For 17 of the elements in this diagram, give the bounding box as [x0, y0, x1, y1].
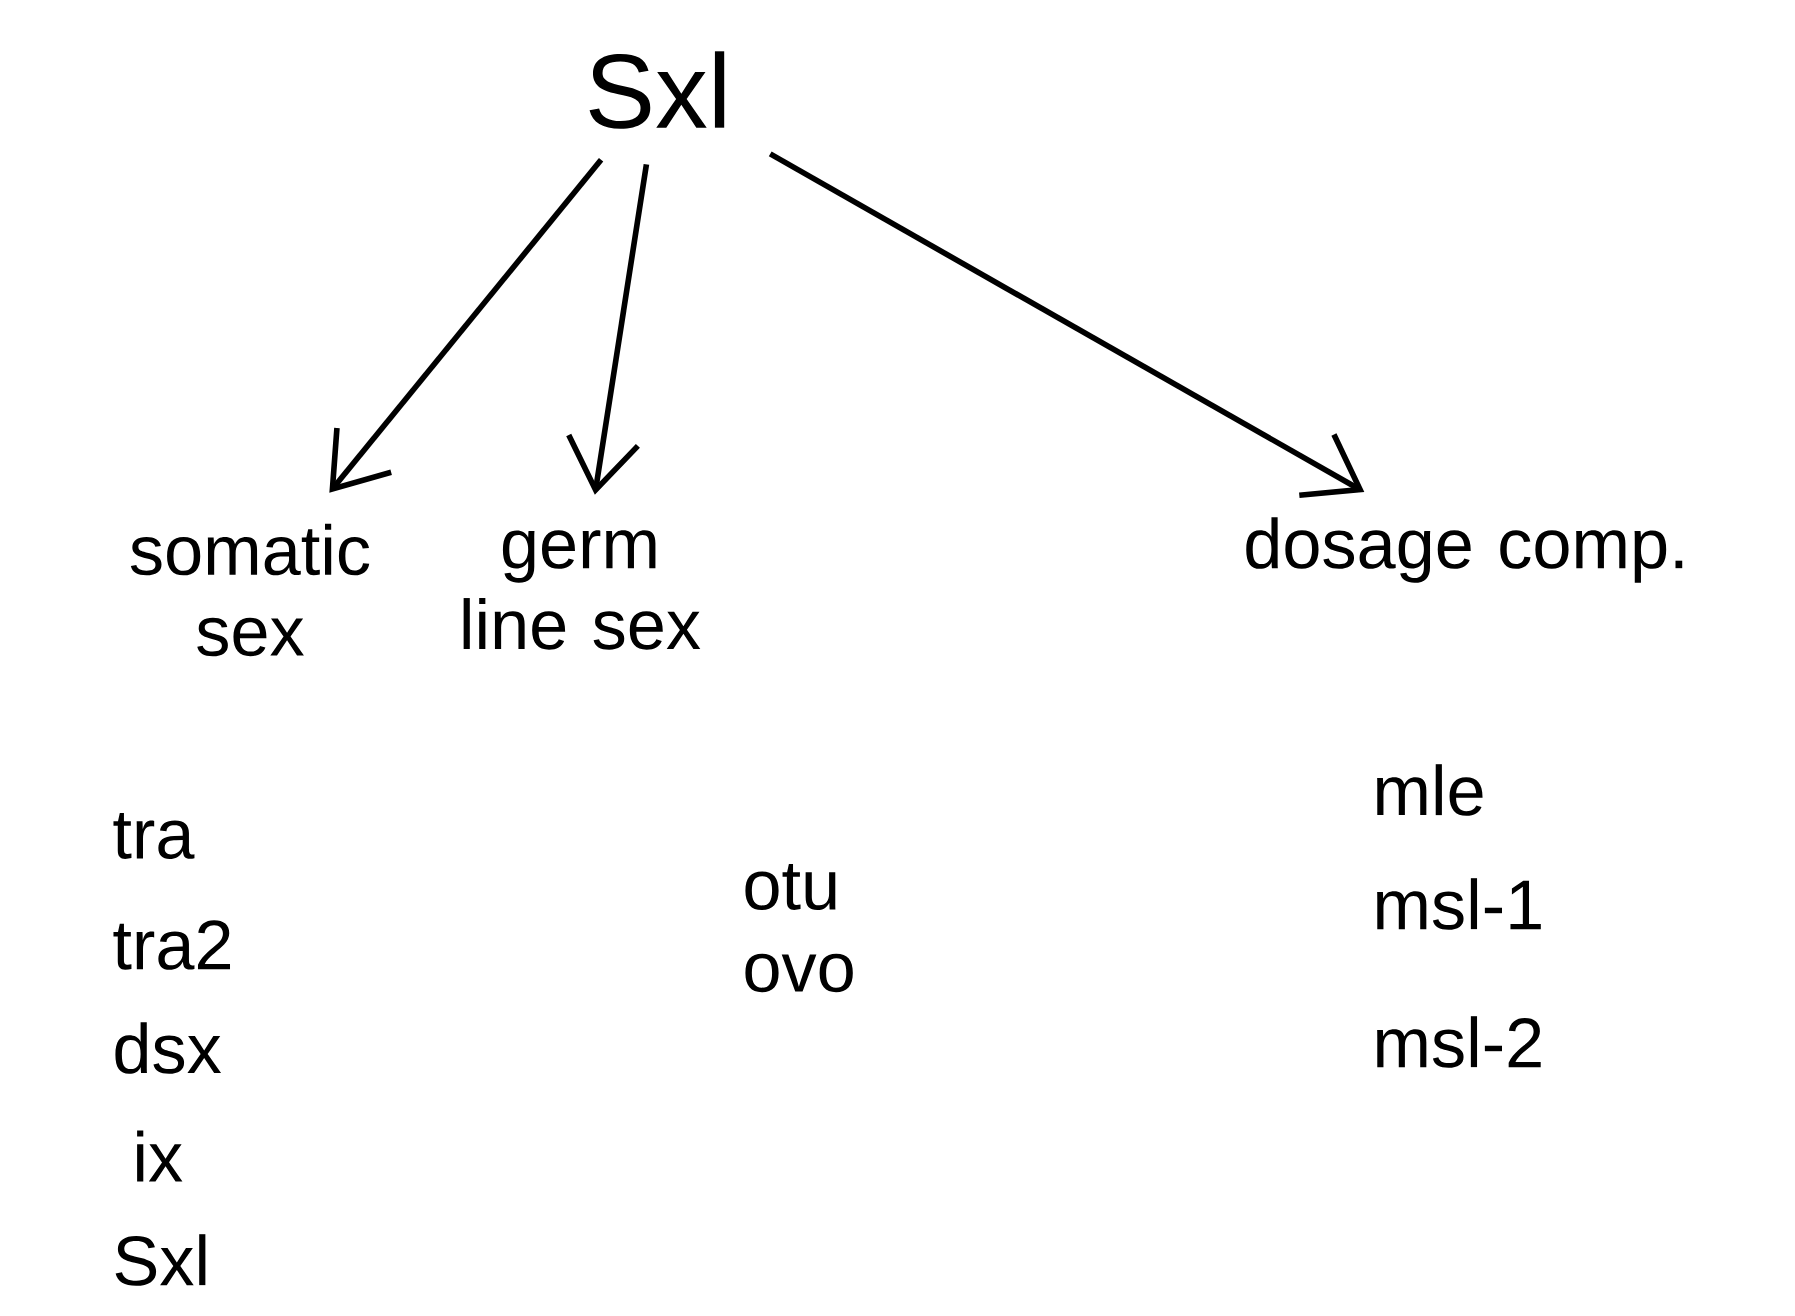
gene-name: msl-2	[1377, 1016, 1541, 1068]
gene-name: ovo	[745, 953, 853, 993]
arrow	[566, 163, 650, 495]
gene-name: Sxl	[115, 1234, 206, 1286]
gene-name: dsx	[115, 1022, 222, 1074]
gene-name: ix	[137, 1130, 183, 1182]
gene-label: Sxl	[589, 51, 725, 129]
gene-name: tra	[113, 812, 195, 860]
arrow	[768, 151, 1365, 499]
gene-name: tra2	[113, 920, 230, 970]
gene-label: somatic sex	[130, 523, 370, 657]
gene-name: mle	[1377, 764, 1483, 816]
arrow	[329, 158, 604, 493]
gene-label: germ line sex	[463, 530, 701, 650]
gene-label: dosage comp.	[1246, 517, 1683, 583]
gene-name: msl-1	[1377, 878, 1541, 930]
gene-name: otu	[745, 863, 836, 911]
